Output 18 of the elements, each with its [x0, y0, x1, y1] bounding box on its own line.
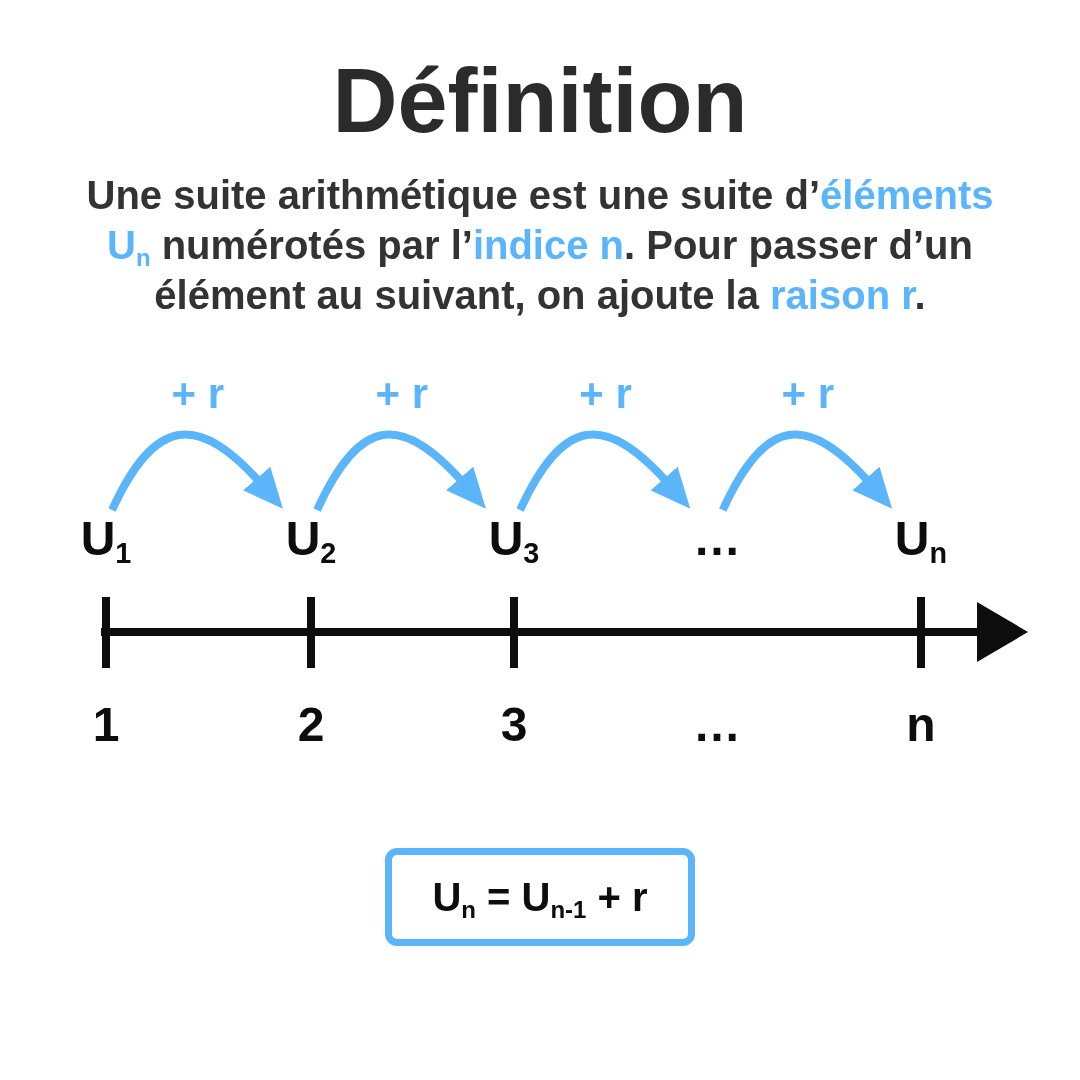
tick-label: …: [693, 700, 741, 751]
sequence-term: U$_{1}$: [80, 514, 132, 565]
sequence-term: …: [693, 514, 741, 565]
curved-arrow: [108, 430, 284, 512]
tick-label: 3: [500, 700, 528, 751]
sequence-term: U$_{n}$: [894, 514, 948, 565]
curved-arrow: [516, 430, 691, 512]
formula-box: [385, 848, 695, 946]
sequence-term: U$_{3}$: [488, 514, 540, 565]
title: Définition: [332, 52, 748, 151]
tick-label: 2: [297, 700, 325, 751]
definition-text: Une suite arithmétique est une suite d’éléments U$_{n}$ numérotés par l’indice n. Pour passer d’un élément au suivant, on ajoute la raison r.: [85, 172, 995, 319]
sequence-term: U$_{2}$: [285, 514, 337, 565]
curved-arrow: [313, 430, 487, 512]
curved-arrow: [719, 430, 893, 512]
tick-label: n: [906, 700, 936, 751]
formula-text: U$_{n}$ = U$_{n-1}$ + r: [432, 875, 648, 919]
tick-label: 1: [92, 700, 120, 751]
